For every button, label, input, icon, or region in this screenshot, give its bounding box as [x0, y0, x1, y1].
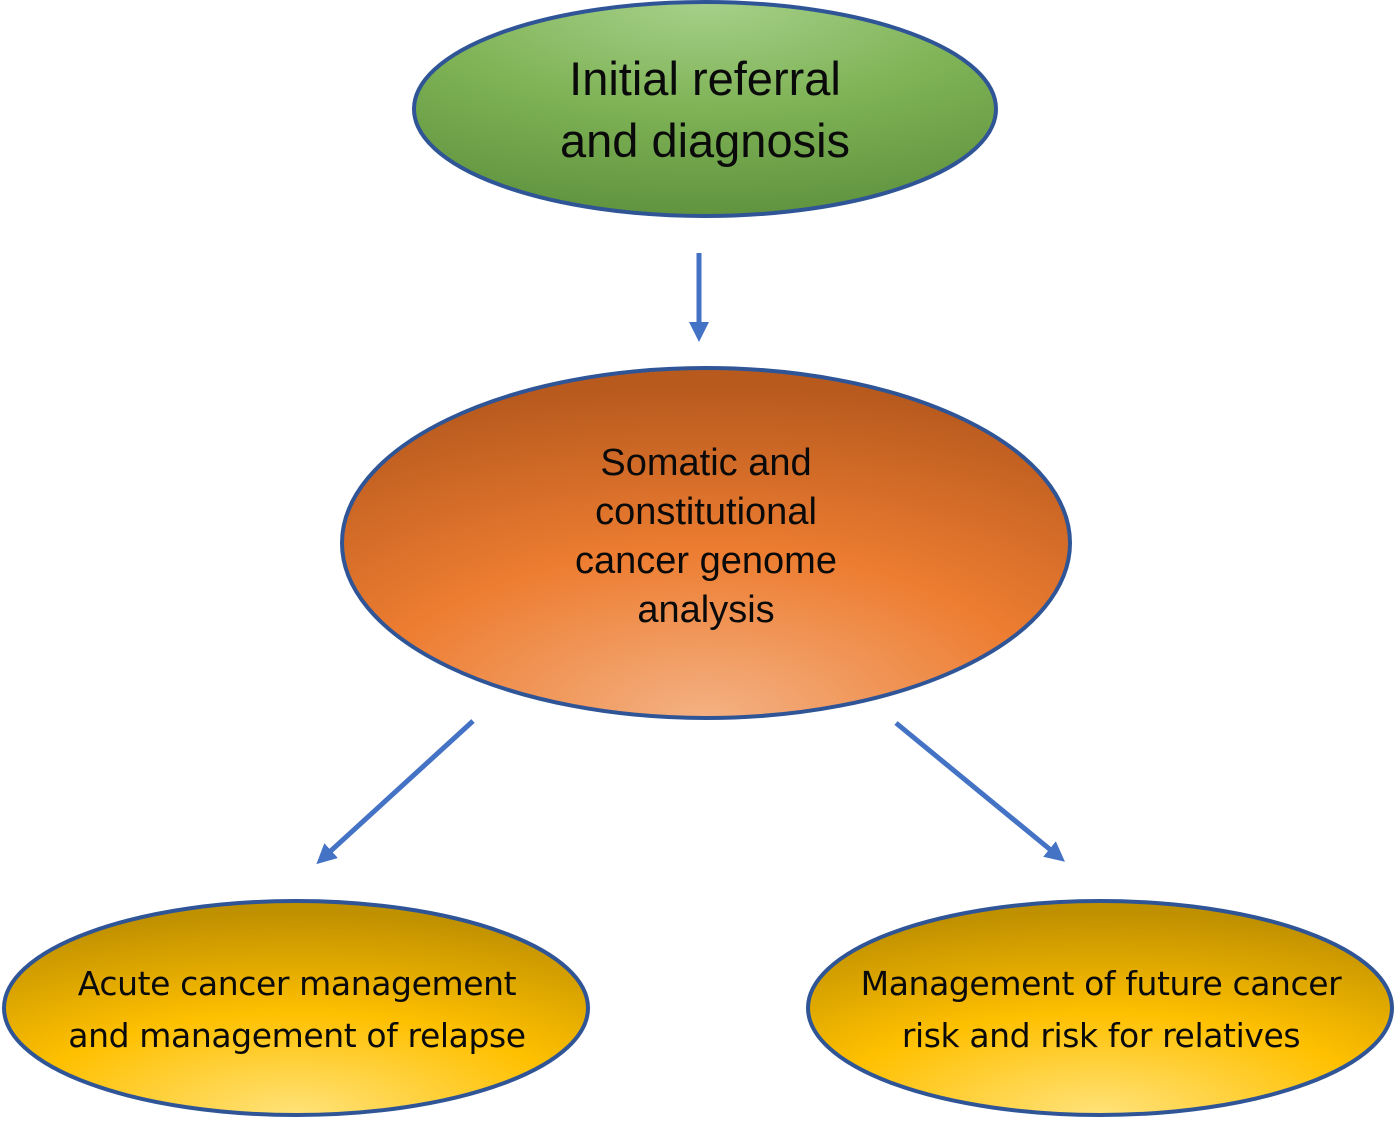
node-future-ellipse	[806, 899, 1394, 1117]
node-analysis-line: constitutional	[595, 491, 817, 533]
node-initial-label: Initial referral and diagnosis	[413, 40, 997, 180]
node-analysis-label: Somatic and constitutional cancer genome…	[440, 432, 972, 642]
node-future-line: Management of future cancer	[860, 964, 1342, 1003]
arrow-analysis-to-future	[894, 721, 1065, 862]
node-analysis-line: Somatic and	[600, 442, 812, 484]
node-analysis-line: cancer genome	[575, 540, 837, 582]
node-initial-line: and diagnosis	[559, 114, 851, 167]
node-acute-ellipse	[2, 899, 590, 1117]
node-acute-line: and management of relapse	[68, 1016, 526, 1055]
node-initial-line: Initial referral	[569, 52, 841, 105]
node-analysis-ellipse	[340, 366, 1072, 720]
node-analysis-line: analysis	[637, 589, 775, 631]
node-future-label: Management of future cancer risk and ris…	[812, 955, 1390, 1065]
node-future-line: risk and risk for relatives	[901, 1016, 1301, 1055]
node-initial-ellipse	[412, 0, 998, 218]
node-acute-label: Acute cancer management and management o…	[10, 955, 584, 1065]
arrow-analysis-to-acute	[316, 719, 475, 865]
node-acute-line: Acute cancer management	[77, 964, 517, 1003]
